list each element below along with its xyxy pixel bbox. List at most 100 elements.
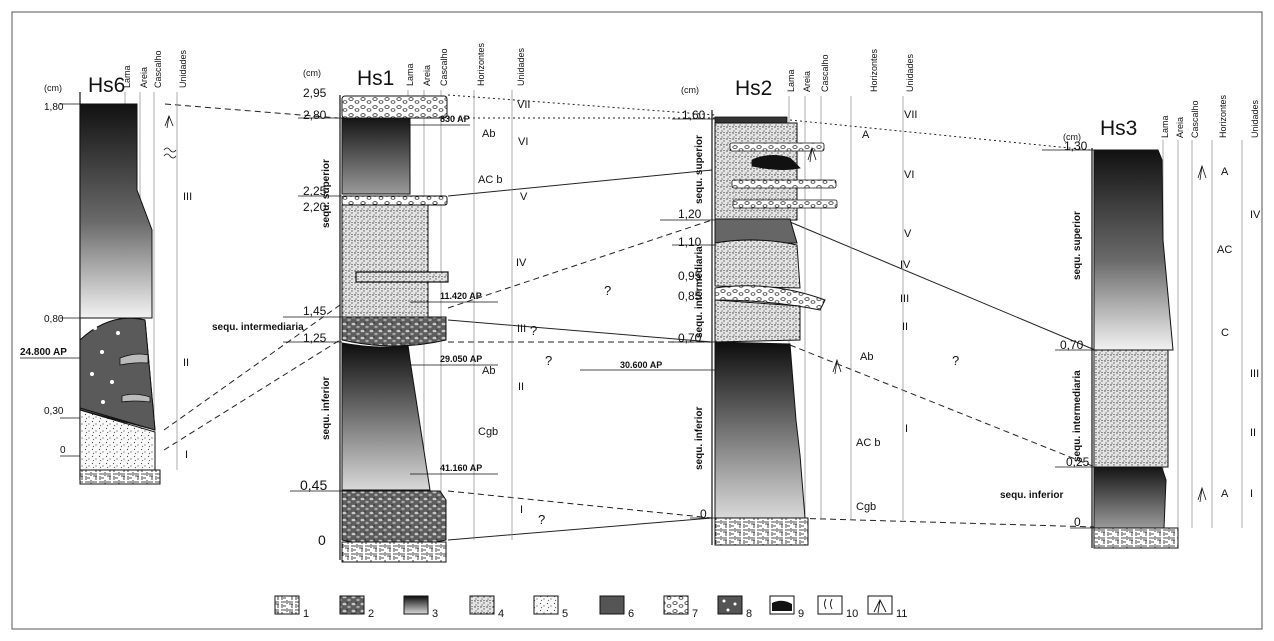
- col-areia: Areia: [139, 67, 149, 88]
- unit-label: VII: [517, 99, 530, 111]
- legend-swatch-bedrock: [274, 595, 300, 615]
- profile-hs2: (cm) Hs2 Lama Areia Cascalho Horizontes …: [580, 48, 917, 546]
- unit-label: VI: [904, 169, 914, 181]
- unit-label: III: [183, 191, 192, 203]
- depth-label: 1,20: [678, 207, 702, 221]
- age-label: 41.160 AP: [440, 463, 482, 473]
- depth-label: 0,70: [678, 331, 702, 345]
- depth-label: 0,70: [1060, 338, 1084, 352]
- sequence-label: sequ. inferior: [1000, 490, 1063, 501]
- age-label: 11.420 AP: [440, 291, 482, 301]
- horizon-label: A: [862, 129, 870, 141]
- unit-cm-label: (cm): [681, 85, 699, 95]
- horizon-label: Ab: [482, 128, 495, 140]
- legend-swatch-mottled: [717, 595, 743, 615]
- hs2-lens-dark: [751, 155, 801, 170]
- depth-label: 0: [700, 507, 707, 521]
- depth-label: 0,45: [300, 477, 327, 493]
- col-cascalho: Cascalho: [439, 48, 449, 86]
- hs1-layer-dark: [341, 117, 411, 195]
- col-lama: Lama: [122, 65, 132, 88]
- sequence-label: sequ. inferior: [321, 377, 332, 440]
- hs2-layer-grey: [714, 218, 798, 244]
- profile-title: Hs2: [735, 77, 772, 100]
- unit-label: IV: [900, 259, 911, 271]
- depth-label: 0,95: [678, 269, 702, 283]
- depth-label: 1,60: [682, 108, 706, 122]
- horizon-label: A: [1221, 488, 1229, 500]
- unit-label: II: [183, 357, 189, 369]
- horizon-label: AC b: [856, 437, 880, 449]
- col-cascalho: Cascalho: [1190, 100, 1200, 138]
- depth-label: 1,25: [303, 331, 327, 345]
- unit-label: II: [902, 321, 908, 333]
- legend-label: 1: [303, 608, 309, 620]
- legend-swatch-sand: [469, 595, 495, 615]
- depth-label: 0: [60, 445, 66, 456]
- unit-label: I: [1250, 488, 1253, 500]
- question-mark: ?: [530, 323, 537, 338]
- unit-label: III: [1250, 368, 1259, 380]
- wavy-icon: [163, 147, 177, 159]
- col-lama: Lama: [405, 63, 415, 86]
- depth-label: 1,80: [44, 102, 64, 113]
- roots-icon: [807, 146, 817, 163]
- roots-icon: [164, 114, 174, 129]
- unit-label: V: [520, 191, 528, 203]
- hs3-bedrock: [1093, 527, 1179, 549]
- age-label: 24.800 AP: [20, 347, 67, 358]
- legend-label: 9: [798, 608, 804, 620]
- sequence-label: sequ. inferior: [694, 407, 705, 470]
- legend-label: 5: [562, 608, 568, 620]
- sequence-label: sequ. intermediaria: [694, 246, 705, 338]
- question-mark: ?: [952, 353, 959, 368]
- legend-label: 7: [692, 608, 698, 620]
- legend-label: 10: [846, 608, 858, 620]
- legend-swatch-wavy: [817, 595, 843, 615]
- unit-label: VII: [904, 109, 917, 121]
- unit-label: I: [905, 423, 908, 435]
- col-horizontes: Horizontes: [1218, 94, 1228, 138]
- depth-label: 2,25: [303, 184, 327, 198]
- depth-label: 1,30: [1064, 139, 1088, 153]
- horizon-label: Cgb: [478, 426, 498, 438]
- unit-cm-label: (cm): [303, 68, 321, 78]
- sequence-label: sequ. intermediaria: [212, 322, 304, 333]
- profile-title: Hs1: [357, 67, 394, 90]
- uncertainty-marks: ? ? ? ? ?: [530, 283, 959, 527]
- profile-hs3: (cm) Hs3 Lama Areia Cascalho Horizontes …: [1000, 94, 1261, 549]
- unit-label: III: [517, 323, 526, 335]
- col-horizontes: Horizontes: [869, 48, 879, 92]
- depth-label: 1,10: [678, 235, 702, 249]
- legend-label: 6: [628, 608, 634, 620]
- depth-label: 0,25: [1066, 455, 1090, 469]
- unit-label: I: [185, 449, 188, 461]
- unit-label: II: [518, 381, 524, 393]
- horizon-label: A: [1221, 166, 1229, 178]
- legend-label: 2: [368, 608, 374, 620]
- legend-swatch-gradient: [403, 595, 429, 615]
- legend-label: 11: [896, 608, 907, 620]
- horizon-label: Ab: [860, 351, 873, 363]
- horizon-label: C: [1221, 327, 1229, 339]
- sequence-label: sequ. superior: [321, 159, 332, 228]
- col-areia: Areia: [1175, 117, 1185, 138]
- col-unidades: Unidades: [178, 49, 188, 88]
- horizon-label: Ab: [482, 365, 495, 377]
- question-mark: ?: [545, 353, 552, 368]
- unit-label: IV: [516, 257, 527, 269]
- horizon-label: AC b: [478, 174, 502, 186]
- hs6-bedrock: [79, 469, 161, 485]
- age-label: 830 AP: [440, 114, 470, 124]
- sequence-label: sequ. intermediaria: [1072, 370, 1083, 462]
- col-cascalho: Cascalho: [820, 54, 830, 92]
- depth-label: 2,80: [303, 108, 327, 122]
- horizon-label: Cgb: [856, 501, 876, 513]
- depth-label: 0,80: [44, 314, 64, 325]
- profile-hs6: (cm) Hs6 Lama Areia Cascalho Unidades 1,…: [20, 49, 192, 485]
- hs2-layer-gradient: [714, 341, 806, 519]
- depth-label: 0,30: [44, 406, 64, 417]
- profile-hs1: (cm) Hs1 Lama Areia Cascalho Horizontes …: [212, 42, 530, 563]
- question-mark: ?: [604, 283, 611, 298]
- unit-cm-label: (cm): [1063, 132, 1081, 142]
